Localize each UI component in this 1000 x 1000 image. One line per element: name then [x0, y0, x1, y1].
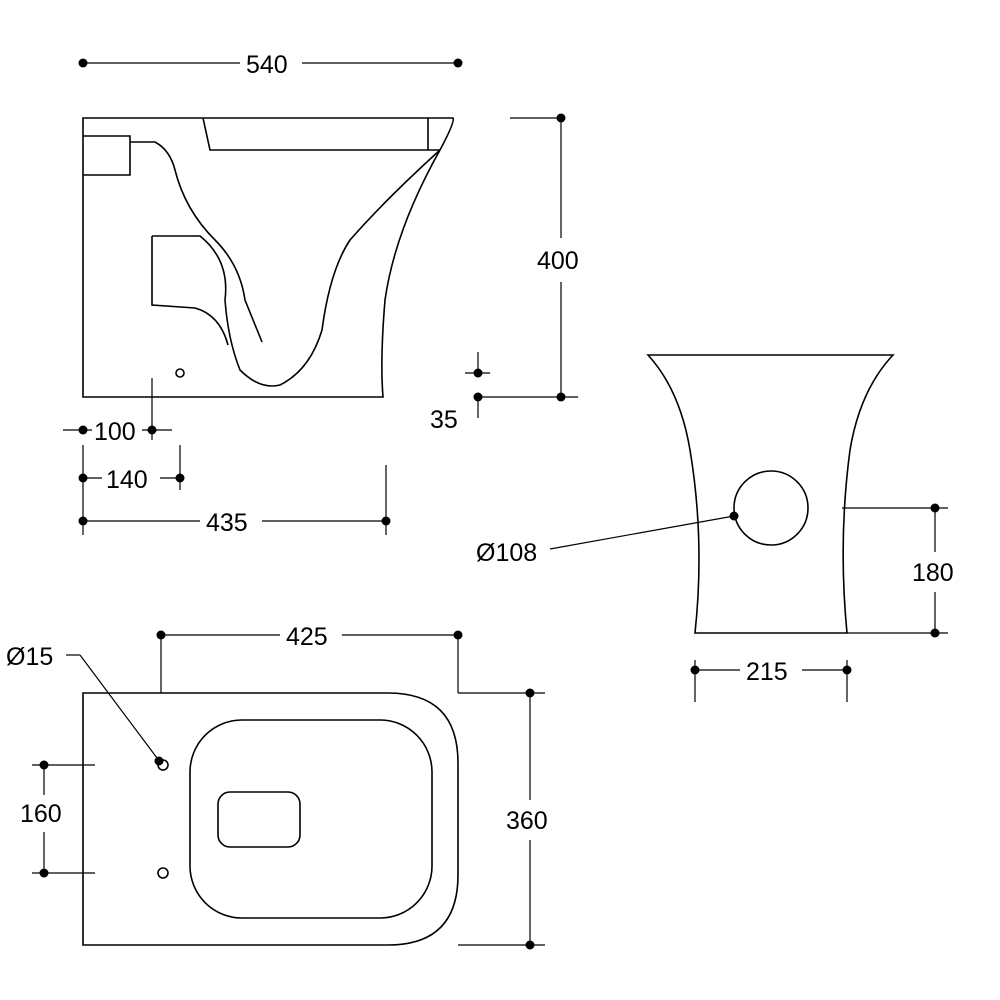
dim-15: Ø15 — [6, 643, 164, 766]
dim-label: 100 — [94, 418, 136, 446]
dim-label: 215 — [746, 658, 788, 686]
dim-360: 360 — [458, 688, 548, 950]
dim-180: 180 — [842, 503, 954, 638]
dim-label: 425 — [286, 623, 328, 651]
dim-425: 425 — [156, 623, 545, 694]
dim-label: 435 — [206, 509, 248, 537]
dim-label: Ø108 — [476, 539, 537, 567]
dim-label: Ø15 — [6, 643, 53, 671]
dim-label: 160 — [20, 800, 62, 828]
dim-435: 435 — [78, 465, 391, 537]
dim-108: Ø108 — [476, 511, 739, 567]
dim-label: 400 — [537, 247, 579, 275]
dim-35: 35 — [430, 352, 490, 434]
dim-400: 400 — [480, 113, 579, 402]
dim-label: 540 — [246, 51, 288, 79]
rear-view — [646, 354, 895, 634]
plan-view — [82, 692, 459, 946]
dim-label: 360 — [506, 807, 548, 835]
dim-160: 160 — [20, 760, 95, 878]
side-view — [82, 117, 455, 398]
dim-540: 540 — [78, 51, 463, 79]
dim-215: 215 — [690, 658, 852, 702]
dim-100: 100 — [63, 378, 172, 446]
dim-label: 140 — [106, 466, 148, 494]
dim-label: 180 — [912, 559, 954, 587]
dim-label: 35 — [430, 406, 458, 434]
